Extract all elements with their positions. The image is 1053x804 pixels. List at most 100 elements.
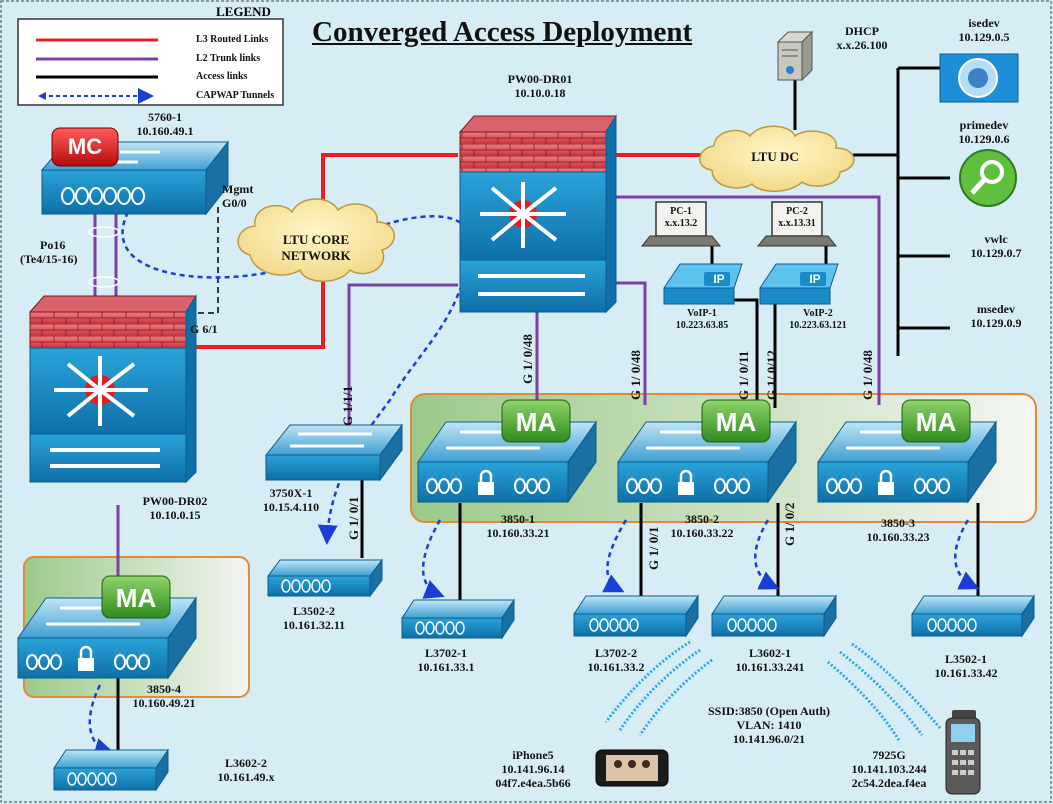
ma-badge-label: MA — [915, 407, 957, 437]
ap-l3702-1 — [401, 598, 515, 640]
ssid-name: SSID:3850 (Open Auth) — [707, 704, 831, 718]
g1012-port-label: G 1/ 0/12 — [764, 350, 779, 400]
g102-port-label: G 1/ 0/2 — [782, 502, 797, 546]
dr01-name: PW00-DR01 — [507, 72, 573, 86]
ma-badge — [101, 575, 171, 619]
vwlc-name: vwlc — [984, 232, 1008, 246]
s38501-ip: 10.160.33.21 — [486, 526, 550, 540]
voip2-phone — [759, 263, 839, 305]
mc-badge-label: MC — [67, 134, 103, 159]
link-dr01-3850-2 — [608, 281, 647, 405]
voip1-name: VoIP-1 — [687, 308, 717, 319]
pc1-laptop — [640, 201, 722, 247]
ap-l3602-2-ip: 10.161.49.x — [217, 770, 275, 784]
s38502-ip: 10.160.33.22 — [670, 526, 734, 540]
pc2-name: PC-2 — [786, 206, 808, 217]
c3750-name: 3750X-1 — [269, 486, 313, 500]
s38504-name: 3850-4 — [147, 682, 181, 696]
voip2-ip: 10.223.63.121 — [789, 320, 847, 331]
ap-l3702-1-name: L3702-1 — [425, 646, 467, 660]
s38504-ip: 10.160.49.21 — [132, 696, 196, 710]
dhcp-ip: x.x.26.100 — [836, 38, 888, 52]
g111-port-label: G 1/1/1 — [340, 385, 355, 426]
dc-cloud-label: LTU DC — [751, 149, 799, 164]
iphone-device — [595, 749, 669, 787]
ap-l3502-1 — [911, 594, 1035, 638]
ma-badge — [501, 399, 571, 443]
wireless-signal-right — [827, 642, 942, 743]
c5760-name: 5760-1 — [148, 110, 182, 124]
switch-3850-4 — [17, 575, 197, 680]
c5760-ip: 10.160.49.1 — [136, 124, 194, 138]
msedev-ip: 10.129.0.9 — [970, 316, 1022, 330]
s38503-ip: 10.160.33.23 — [866, 530, 930, 544]
ap-l3502-2-name: L3502-2 — [293, 604, 335, 618]
ap-l3502-2 — [267, 558, 383, 598]
ma-badge — [901, 399, 971, 443]
legend-heading: LEGEND — [216, 4, 271, 19]
voip1-phone — [663, 263, 743, 305]
g1048b-port-label: G 1/ 0/48 — [628, 350, 643, 400]
g61-port-label: G 6/1 — [190, 322, 218, 336]
g1011-port-label: G 1/ 0/11 — [736, 350, 751, 400]
core-cloud-line1: LTU CORE — [282, 232, 350, 247]
ap-l3602-1-ip: 10.161.33.241 — [735, 660, 805, 674]
switch-3850-3 — [817, 399, 997, 504]
phone-7925g-device — [945, 710, 981, 795]
ap-l3502-2-ip: 10.161.32.11 — [282, 618, 346, 632]
dr01-core-switch — [458, 114, 617, 314]
ap-l3602-1 — [711, 594, 837, 638]
ap-l3602-1-name: L3602-1 — [749, 646, 791, 660]
pc2-laptop — [756, 201, 838, 247]
ma-badge-label: MA — [515, 407, 557, 437]
legend-access-label: Access links — [196, 71, 248, 82]
pc2-ip: x.x.13.31 — [778, 218, 816, 229]
te-port-text: (Te4/15-16) — [20, 252, 78, 266]
voip2-name: VoIP-2 — [803, 308, 833, 319]
g1048a-port-label: G 1/ 0/48 — [520, 334, 535, 384]
s38503-name: 3850-3 — [881, 516, 915, 530]
c3750-ip: 10.15.4.110 — [262, 500, 320, 514]
dr02-core-switch — [28, 294, 197, 484]
ltu-core-cloud — [237, 198, 395, 282]
pc1-name: PC-1 — [670, 206, 692, 217]
iphone-mac: 04f7.e4ea.5b66 — [495, 776, 571, 790]
wireless-signal-left — [604, 640, 713, 736]
c5760-controller — [40, 127, 230, 288]
ssid-vlan: VLAN: 1410 — [736, 718, 802, 732]
primedev-name: primedev — [959, 118, 1009, 132]
switch-3850-1 — [417, 399, 597, 504]
ap-l3502-1-name: L3502-1 — [945, 652, 987, 666]
ltu-dc-cloud — [699, 125, 855, 192]
primedev-ip: 10.129.0.6 — [958, 132, 1010, 146]
ap-l3502-1-ip: 10.161.33.42 — [934, 666, 998, 680]
s38502-name: 3850-2 — [685, 512, 719, 526]
ip-badge-label: IP — [809, 272, 821, 286]
ap-l3602-2 — [53, 748, 169, 792]
s38501-name: 3850-1 — [501, 512, 535, 526]
ssid-subnet: 10.141.96.0/21 — [732, 732, 806, 746]
mc-badge — [51, 127, 119, 167]
link-dr01-3850-3 — [608, 195, 881, 405]
isedev-name: isedev — [968, 16, 1000, 30]
link-3750-dr01 — [347, 283, 458, 430]
phone7925-ip: 10.141.103.244 — [851, 762, 927, 776]
